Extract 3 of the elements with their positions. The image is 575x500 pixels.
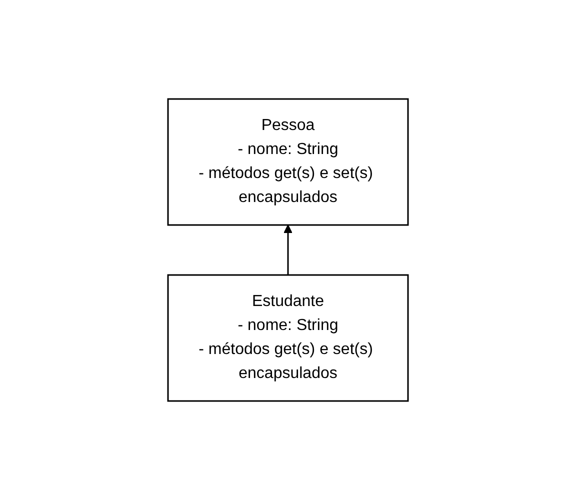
node-box: Pessoa - nome: String - métodos get(s) e set(s) encapsulados — [166, 98, 408, 226]
arrow — [283, 224, 292, 275]
node-box: Estudante - nome: String - métodos get(s) e set(s) encapsulados — [166, 274, 408, 402]
